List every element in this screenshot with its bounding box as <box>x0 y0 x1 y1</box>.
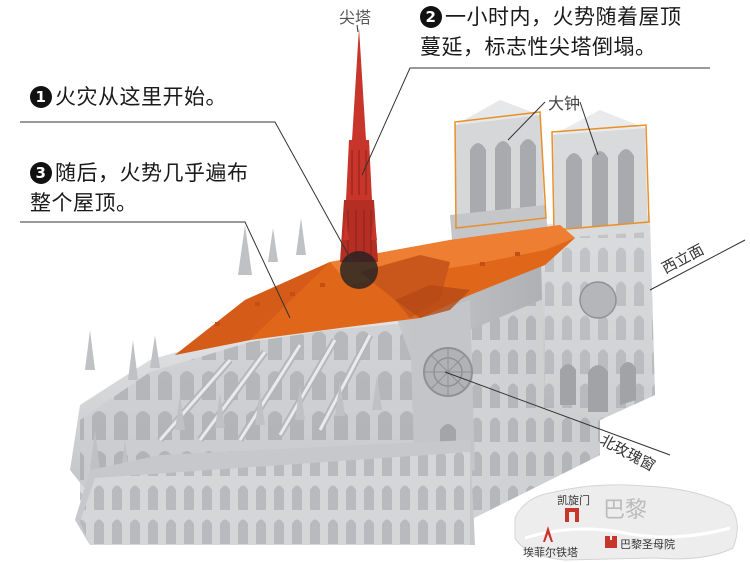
inset-map-shape <box>514 484 738 561</box>
callout-1-text: 火灾从这里开始。 <box>55 85 227 109</box>
map-label-arc-de-triomphe: 凯旋门 <box>557 494 590 507</box>
arc-de-triomphe-icon <box>565 508 579 522</box>
map-city-label: 巴黎 <box>603 498 648 523</box>
bell-towers-label: 大钟 <box>548 94 581 113</box>
map-label-eiffel-tower: 埃菲尔铁塔 <box>523 546 578 559</box>
leader-lines <box>20 24 746 456</box>
spire-label: 尖塔 <box>339 8 372 27</box>
callout-3-number: 3 <box>30 162 52 184</box>
callout-2-number: 2 <box>420 6 442 28</box>
left-bell-tower-outline <box>454 111 547 229</box>
notre-dame-icon <box>605 536 617 548</box>
right-bell-tower-outline <box>551 124 650 231</box>
callout-1-number: 1 <box>30 86 52 108</box>
eiffel-tower-icon <box>543 526 553 542</box>
inset-map: 巴黎 凯旋门 埃菲尔铁塔 巴黎圣母院 <box>505 478 745 562</box>
callout-2-line-2: 蔓延，标志性尖塔倒塌。 <box>420 35 657 59</box>
fire-origin-marker <box>340 251 378 289</box>
map-label-notre-dame: 巴黎圣母院 <box>620 538 675 551</box>
cathedral-body <box>70 100 655 545</box>
roof-fire <box>175 225 575 355</box>
spire-fire <box>340 28 378 262</box>
callout-3-line-2: 整个屋顶。 <box>30 191 138 215</box>
